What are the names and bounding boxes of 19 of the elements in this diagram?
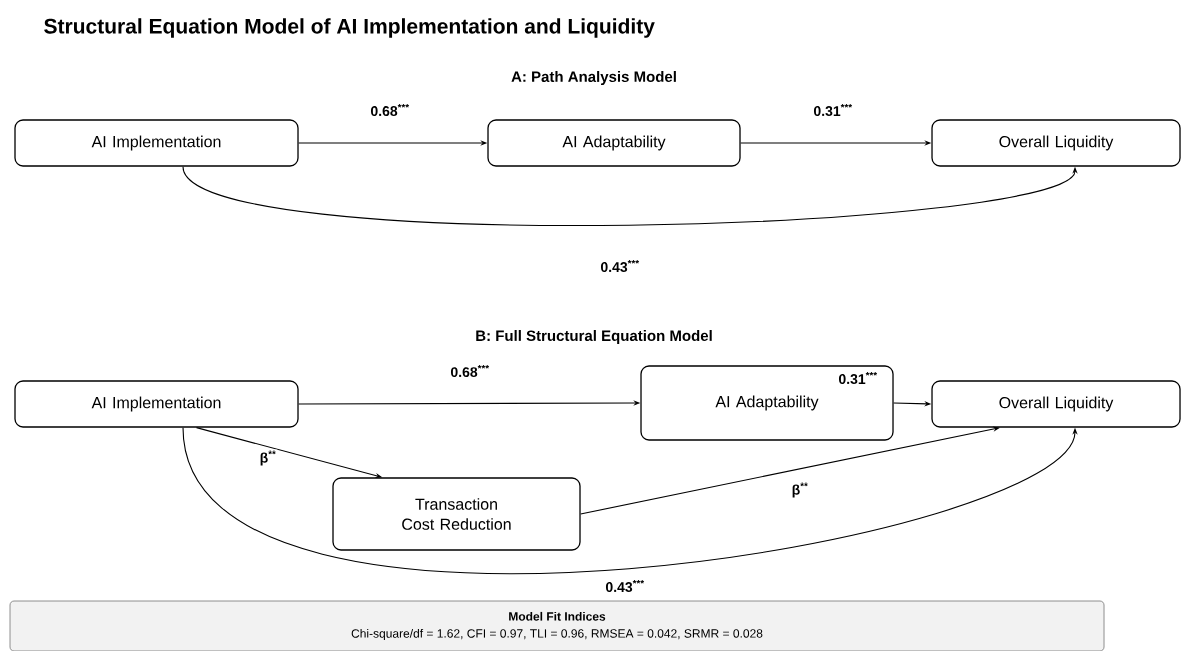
title: Structural Equation Model of AI Implementation and Liquidity <box>44 18 655 38</box>
process-box: Transaction Cost Reduction <box>332 477 581 551</box>
edge-label: β$^{**}$ <box>258 449 278 467</box>
arrow <box>580 426 1000 515</box>
process-box: Overall Liquidity <box>931 119 1181 167</box>
edge-label: 0.43$^{***}$ <box>599 258 641 274</box>
fit-indices-box: Model Fit Indices Chi-square/df = 1.62, CFI = 0.97, TLI = 0.96, RMSEA = 0.042, SRMR = 0.028 <box>9 600 1105 651</box>
edge-label: 0.68$^{***}$ <box>369 102 411 118</box>
edge-label: 0.68$^{***}$ <box>449 363 491 379</box>
process-box: AI Implementation <box>14 380 299 428</box>
edge-label: β$^{**}$ <box>790 481 810 499</box>
edge-label: 0.31$^{***}$ <box>837 370 879 386</box>
edge-label: 0.31$^{***}$ <box>812 102 854 118</box>
edge-label: 0.43$^{***}$ <box>604 578 646 594</box>
subtitle: B: Full Structural Equation Model <box>476 330 712 344</box>
process-box: AI Implementation <box>14 119 299 167</box>
subtitle: A: Path Analysis Model <box>511 71 676 85</box>
process-box: AI Adaptability <box>487 119 741 167</box>
process-box: Overall Liquidity <box>931 380 1181 428</box>
